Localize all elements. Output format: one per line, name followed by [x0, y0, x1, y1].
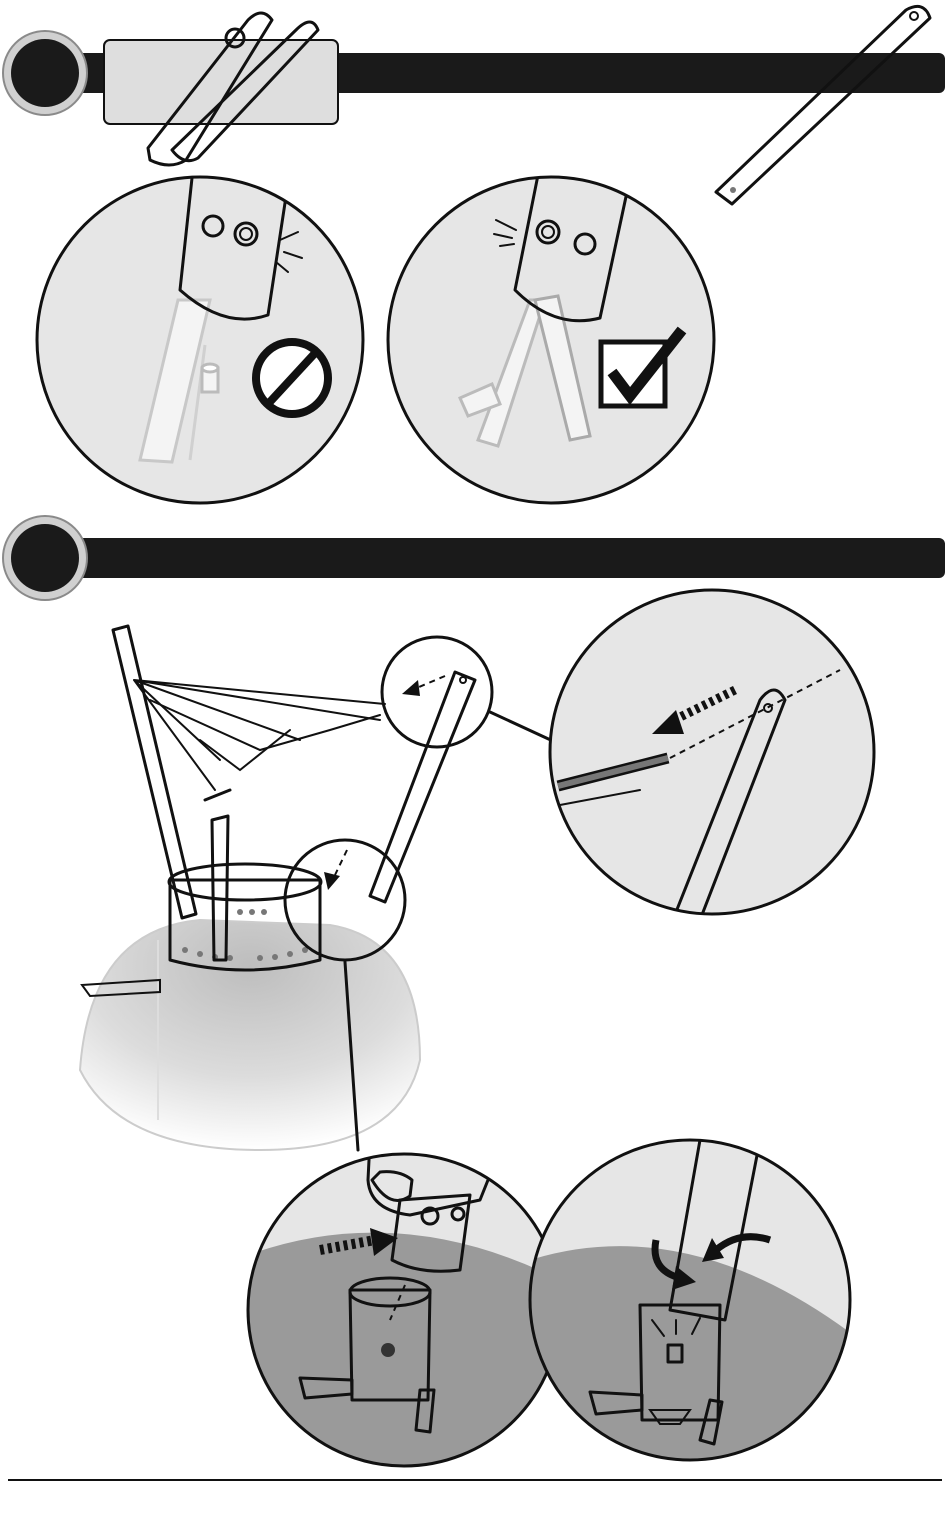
detail-correct-panel — [388, 165, 714, 503]
grill-assembly-illustration — [80, 626, 555, 1150]
leg-rod-part — [716, 6, 930, 204]
step-1-badge — [11, 39, 79, 107]
step-1-header — [3, 13, 945, 165]
detail-rotate-lock-panel — [530, 1140, 860, 1470]
detail-incorrect-panel — [37, 150, 363, 503]
detail-wire-eyelet-panel — [550, 590, 874, 920]
detail-push-leg-panel — [248, 1100, 560, 1470]
prohibited-icon — [256, 342, 328, 414]
step-2-header — [3, 516, 945, 600]
step-2-badge — [11, 524, 79, 592]
